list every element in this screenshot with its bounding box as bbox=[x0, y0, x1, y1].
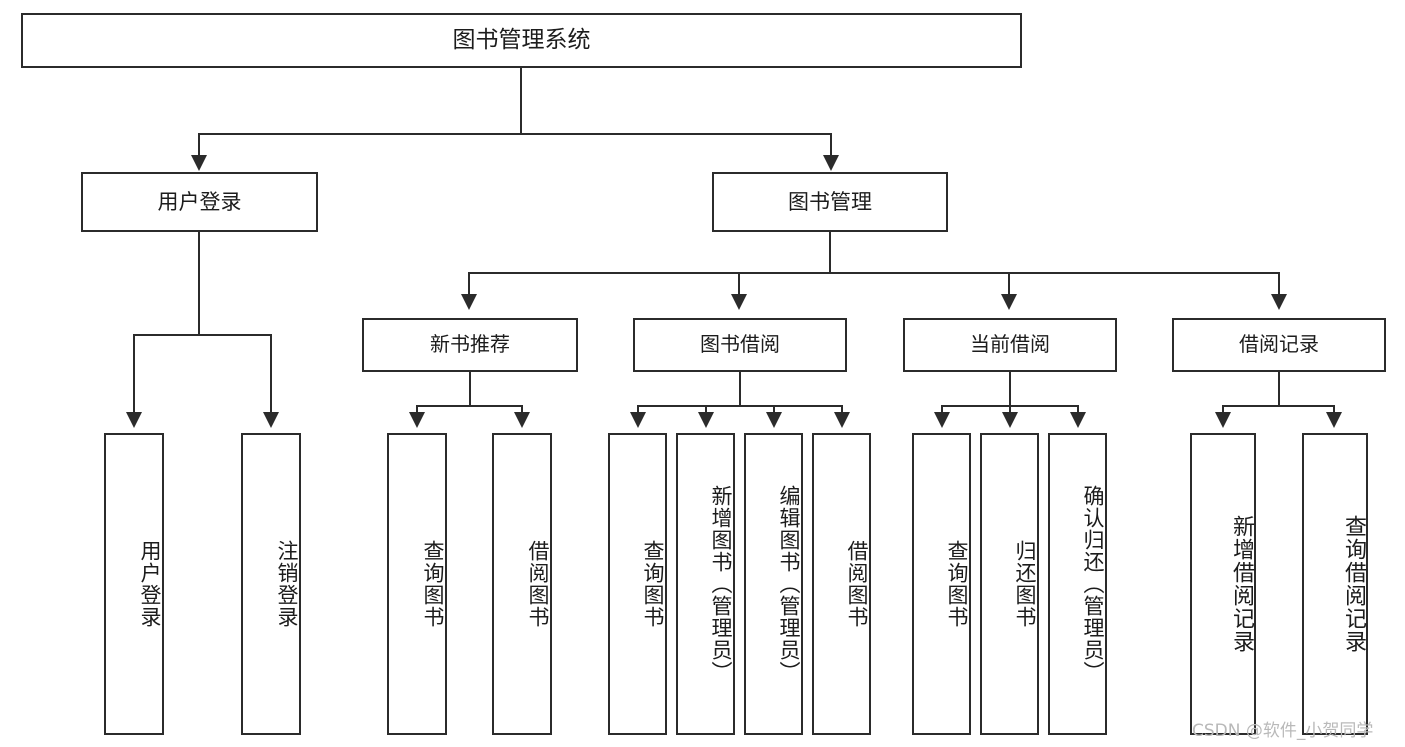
arrow-cb-to-return bbox=[1002, 412, 1018, 428]
arrow-bm-to-book-borrow bbox=[731, 294, 747, 310]
arrow-bm-to-new-book bbox=[461, 294, 477, 310]
edge-bm-to-new-book bbox=[468, 272, 470, 296]
arrow-user-login-to-logout bbox=[263, 412, 279, 428]
edge-bb-to-query bbox=[637, 405, 639, 414]
edge-bb-to-borrow bbox=[841, 405, 843, 414]
leaf-new-book-query-book[interactable]: 查询图书 bbox=[387, 433, 447, 735]
edge-user-login-bar bbox=[133, 334, 271, 336]
leaf-borrow-record-query-record[interactable]: 查询借阅记录 bbox=[1302, 433, 1368, 735]
node-book-borrow[interactable]: 图书借阅 bbox=[633, 318, 847, 372]
edge-new-book-stem bbox=[469, 372, 471, 406]
edge-new-book-bar bbox=[416, 405, 523, 407]
arrow-bb-to-query bbox=[630, 412, 646, 428]
edge-cb-to-confirm bbox=[1077, 405, 1079, 414]
edge-user-login-to-logout bbox=[270, 334, 272, 414]
leaf-new-book-borrow-book[interactable]: 借阅图书 bbox=[492, 433, 552, 735]
edge-bm-to-borrow-record bbox=[1278, 272, 1280, 296]
leaf-current-borrow-confirm-return-admin[interactable]: 确认归还（管理员） bbox=[1048, 433, 1107, 735]
edge-new-book-to-borrow bbox=[521, 405, 523, 414]
edge-user-login-to-login bbox=[133, 334, 135, 414]
edge-root-to-book-management bbox=[830, 133, 832, 157]
leaf-book-borrow-query-book[interactable]: 查询图书 bbox=[608, 433, 667, 735]
arrow-user-login-to-login bbox=[126, 412, 142, 428]
arrow-new-book-to-query bbox=[409, 412, 425, 428]
edge-user-login-stem bbox=[198, 232, 200, 335]
node-user-login[interactable]: 用户登录 bbox=[81, 172, 318, 232]
edge-book-borrow-stem bbox=[739, 372, 741, 406]
edge-br-to-add bbox=[1222, 405, 1224, 414]
leaf-current-borrow-return-book[interactable]: 归还图书 bbox=[980, 433, 1039, 735]
arrow-bm-to-current-borrow bbox=[1001, 294, 1017, 310]
arrow-root-to-user-login bbox=[191, 155, 207, 171]
node-borrow-record[interactable]: 借阅记录 bbox=[1172, 318, 1386, 372]
arrow-new-book-to-borrow bbox=[514, 412, 530, 428]
arrow-br-to-add bbox=[1215, 412, 1231, 428]
leaf-user-login-login[interactable]: 用户登录 bbox=[104, 433, 164, 735]
arrow-bb-to-borrow bbox=[834, 412, 850, 428]
leaf-borrow-record-add-record[interactable]: 新增借阅记录 bbox=[1190, 433, 1256, 735]
arrow-bm-to-borrow-record bbox=[1271, 294, 1287, 310]
arrow-bb-to-edit bbox=[766, 412, 782, 428]
node-current-borrow[interactable]: 当前借阅 bbox=[903, 318, 1117, 372]
edge-cb-to-return bbox=[1009, 405, 1011, 414]
arrow-bb-to-add bbox=[698, 412, 714, 428]
edge-root-to-user-login bbox=[198, 133, 200, 157]
arrow-cb-to-query bbox=[934, 412, 950, 428]
edge-bm-to-book-borrow bbox=[738, 272, 740, 296]
node-new-book-recommend[interactable]: 新书推荐 bbox=[362, 318, 578, 372]
edge-cb-to-query bbox=[941, 405, 943, 414]
edge-bm-to-current-borrow bbox=[1008, 272, 1010, 296]
edge-book-management-stem bbox=[829, 232, 831, 273]
node-root-book-management-system[interactable]: 图书管理系统 bbox=[21, 13, 1022, 68]
edge-root-bar bbox=[198, 133, 832, 135]
edge-bb-to-add bbox=[705, 405, 707, 414]
edge-new-book-to-query bbox=[416, 405, 418, 414]
leaf-user-login-logout[interactable]: 注销登录 bbox=[241, 433, 301, 735]
leaf-book-borrow-borrow-book[interactable]: 借阅图书 bbox=[812, 433, 871, 735]
node-book-management[interactable]: 图书管理 bbox=[712, 172, 948, 232]
edge-book-borrow-bar bbox=[637, 405, 843, 407]
edge-current-borrow-stem bbox=[1009, 372, 1011, 406]
edge-bb-to-edit bbox=[773, 405, 775, 414]
leaf-book-borrow-add-book-admin[interactable]: 新增图书（管理员） bbox=[676, 433, 735, 735]
edge-book-management-bar bbox=[468, 272, 1279, 274]
edge-root-stem bbox=[520, 68, 522, 134]
leaf-book-borrow-edit-book-admin[interactable]: 编辑图书（管理员） bbox=[744, 433, 803, 735]
arrow-br-to-query bbox=[1326, 412, 1342, 428]
arrow-cb-to-confirm bbox=[1070, 412, 1086, 428]
leaf-current-borrow-query-book[interactable]: 查询图书 bbox=[912, 433, 971, 735]
arrow-root-to-book-management bbox=[823, 155, 839, 171]
edge-br-to-query bbox=[1333, 405, 1335, 414]
edge-borrow-record-stem bbox=[1278, 372, 1280, 406]
edge-borrow-record-bar bbox=[1222, 405, 1335, 407]
